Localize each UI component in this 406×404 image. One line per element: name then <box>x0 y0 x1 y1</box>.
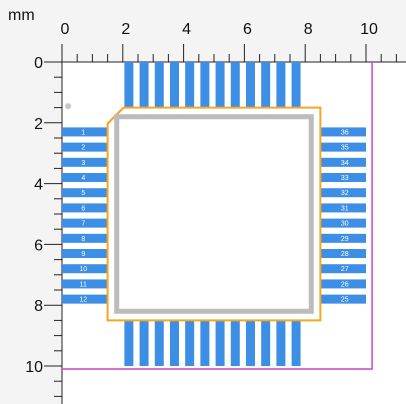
unit-label: mm <box>8 7 35 24</box>
ruler-top-label: 8 <box>304 21 313 38</box>
pad-right <box>320 127 366 137</box>
ruler-left-label: 0 <box>34 55 43 72</box>
pad-top <box>215 62 225 108</box>
package-shapes <box>62 62 373 370</box>
pad-top <box>169 62 179 108</box>
pad-bottom <box>261 320 271 366</box>
pad-right <box>320 279 366 289</box>
pad-right <box>320 157 366 167</box>
pad-label-right: 26 <box>341 281 349 288</box>
pad-left <box>62 294 108 304</box>
ruler-top-label: 0 <box>61 21 70 38</box>
pad-right <box>320 173 366 183</box>
ruler-left-label: 10 <box>25 359 43 376</box>
pad-left <box>62 157 108 167</box>
pad-left <box>62 218 108 228</box>
pad-top <box>261 62 271 108</box>
pad-label-right: 31 <box>341 205 349 212</box>
pad-bottom <box>139 320 149 366</box>
ruler-top: 0 2 4 6 8 10 <box>52 21 406 63</box>
pad-label-left: 9 <box>81 251 85 258</box>
pad-label-left: 7 <box>81 221 85 228</box>
pad-label-left: 12 <box>79 297 87 304</box>
pad-label-right: 35 <box>341 145 349 152</box>
pad-left <box>62 279 108 289</box>
pad-label-right: 34 <box>341 160 349 167</box>
pad-top <box>245 62 255 108</box>
pad-right <box>320 294 366 304</box>
pad-right <box>320 233 366 243</box>
pad-right <box>320 218 366 228</box>
pad-label-left: 5 <box>81 190 85 197</box>
ruler-left-label: 6 <box>34 237 43 254</box>
ruler-top-label: 2 <box>121 21 130 38</box>
ruler-top-label: 4 <box>182 21 191 38</box>
pad-bottom <box>154 320 164 366</box>
package-body <box>114 114 314 314</box>
ruler-top-label: 6 <box>243 21 252 38</box>
pad-label-right: 27 <box>341 266 349 273</box>
pad-bottom <box>215 320 225 366</box>
pad-bottom <box>169 320 179 366</box>
pad-top <box>139 62 149 108</box>
pad-bottom <box>185 320 195 366</box>
pad-bottom <box>124 320 134 366</box>
pad-label-right: 29 <box>341 236 349 243</box>
pad-top <box>276 62 286 108</box>
pad-bottom <box>245 320 255 366</box>
pad-bottom <box>291 320 301 366</box>
ruler-top-label: 10 <box>360 21 378 38</box>
pad-label-right: 25 <box>341 297 349 304</box>
ruler-left-label: 2 <box>34 116 43 133</box>
pad-top <box>230 62 240 108</box>
ruler-left-label: 8 <box>34 298 43 315</box>
pad-left <box>62 264 108 274</box>
pin1-marker <box>65 103 72 110</box>
pad-label-right: 33 <box>341 175 349 182</box>
pad-bottom <box>276 320 286 366</box>
pad-right <box>320 188 366 198</box>
pad-label-right: 28 <box>341 251 349 258</box>
pad-top <box>154 62 164 108</box>
pad-label-left: 8 <box>81 236 85 243</box>
pad-right <box>320 249 366 259</box>
pad-left <box>62 203 108 213</box>
pad-label-left: 4 <box>81 175 85 182</box>
pad-label-left: 6 <box>81 205 85 212</box>
pad-left <box>62 142 108 152</box>
pad-left <box>62 188 108 198</box>
pad-label-right: 36 <box>341 129 349 136</box>
pad-left <box>62 173 108 183</box>
pad-label-left: 2 <box>81 145 85 152</box>
pad-right <box>320 203 366 213</box>
pad-top <box>291 62 301 108</box>
pad-left <box>62 233 108 243</box>
pad-label-right: 32 <box>341 190 349 197</box>
pad-label-left: 11 <box>80 281 87 288</box>
pad-label-left: 1 <box>81 129 85 136</box>
pad-bottom <box>230 320 240 366</box>
pad-right <box>320 142 366 152</box>
pad-left <box>62 127 108 137</box>
pad-top <box>185 62 195 108</box>
pad-label-right: 30 <box>341 221 349 228</box>
pad-top <box>200 62 210 108</box>
pad-right <box>320 264 366 274</box>
board-edge <box>62 62 373 370</box>
pad-top <box>124 62 134 108</box>
pad-bottom <box>200 320 210 366</box>
pad-left <box>62 249 108 259</box>
ruler-left-label: 4 <box>34 177 43 194</box>
pad-label-left: 3 <box>81 160 85 167</box>
ruler-left: 0 2 4 6 8 10 <box>25 52 63 404</box>
pad-label-left: 10 <box>79 266 87 273</box>
